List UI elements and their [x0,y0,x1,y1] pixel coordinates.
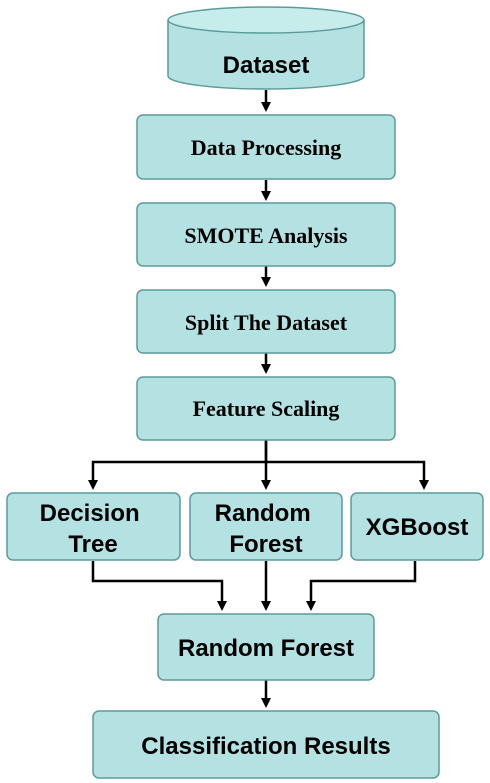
feature-scaling-label: Feature Scaling [193,396,340,421]
data-processing-node: Data Processing [136,114,396,180]
edge-scaling-to-xgboost [266,460,429,490]
edge-decision-tree-to-ensemble [91,561,227,611]
xgboost-label: XGBoost [366,514,469,541]
smote-analysis-node: SMOTE Analysis [136,202,396,267]
random-forest-model-node: Random Forest [189,492,343,561]
decision-tree-label-line-1: Decision [40,500,140,527]
xgboost-node: XGBoost [350,492,484,561]
classification-results-label: Classification Results [141,733,390,760]
random-forest-model-label-line-2: Forest [229,531,302,558]
edge-scaling-to-decision-tree [88,440,268,490]
feature-scaling-node: Feature Scaling [136,376,396,441]
edges [88,90,429,708]
classification-results-node: Classification Results [92,710,440,779]
random-forest-model-label: Random Forest [215,500,318,558]
data-processing-label: Data Processing [191,135,342,160]
random-forest-ensemble-node: Random Forest [157,613,375,681]
decision-tree-node: Decision Tree [6,492,181,561]
random-forest-model-label-line-1: Random [215,500,311,527]
dataset-node: Dataset [167,6,365,90]
decision-tree-label: Decision Tree [40,500,147,558]
random-forest-ensemble-label: Random Forest [178,635,354,662]
smote-analysis-label: SMOTE Analysis [184,223,348,248]
split-dataset-node: Split The Dataset [136,289,396,354]
split-dataset-label: Split The Dataset [185,310,348,335]
dataset-label: Dataset [223,52,310,79]
edge-xgboost-to-ensemble [306,561,417,611]
decision-tree-label-line-2: Tree [68,531,117,558]
